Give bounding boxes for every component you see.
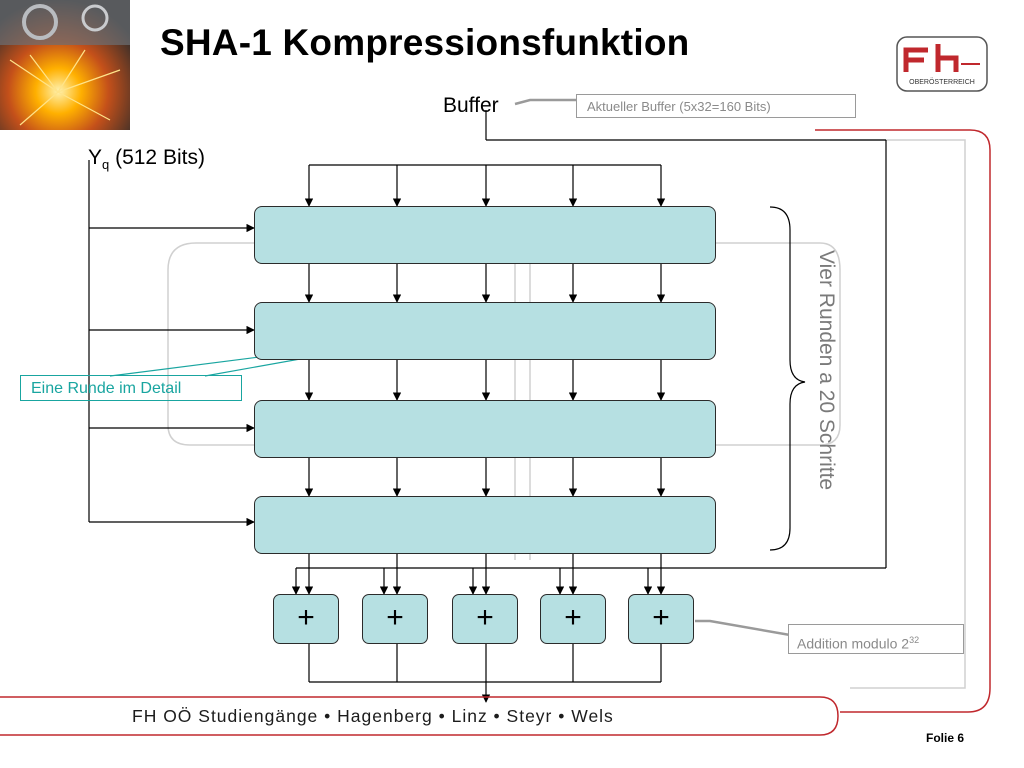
round-detail-callout: Eine Runde im Detail bbox=[20, 375, 242, 401]
logo-brand-text: OBERÖSTERREICH bbox=[909, 78, 975, 86]
round-box-4 bbox=[254, 496, 716, 554]
buffer-label: Buffer bbox=[443, 94, 499, 117]
addition-callout: Addition modulo 232 bbox=[788, 624, 964, 654]
round-box-2 bbox=[254, 302, 716, 360]
rounds-label: Vier Runden a 20 Schritte bbox=[815, 250, 838, 491]
header-photo bbox=[0, 0, 130, 130]
round-box-3 bbox=[254, 400, 716, 458]
fh-logo: OBERÖSTERREICH bbox=[896, 36, 988, 92]
adder-box-4: + bbox=[540, 594, 606, 644]
adder-box-5: + bbox=[628, 594, 694, 644]
rounds-brace bbox=[769, 206, 806, 551]
input-block-label: Yq (512 Bits) bbox=[88, 146, 205, 173]
red-border bbox=[815, 129, 991, 713]
adder-box-1: + bbox=[273, 594, 339, 644]
adder-box-2: + bbox=[362, 594, 428, 644]
footer-bar bbox=[0, 696, 839, 736]
footer-text: FH OÖ Studiengänge • Hagenberg • Linz • … bbox=[132, 706, 614, 726]
adder-box-3: + bbox=[452, 594, 518, 644]
round-box-1 bbox=[254, 206, 716, 264]
slide-title: SHA-1 Kompressionsfunktion bbox=[160, 22, 690, 63]
page-number: Folie 6 bbox=[926, 731, 965, 745]
buffer-callout: Aktueller Buffer (5x32=160 Bits) bbox=[576, 94, 856, 118]
